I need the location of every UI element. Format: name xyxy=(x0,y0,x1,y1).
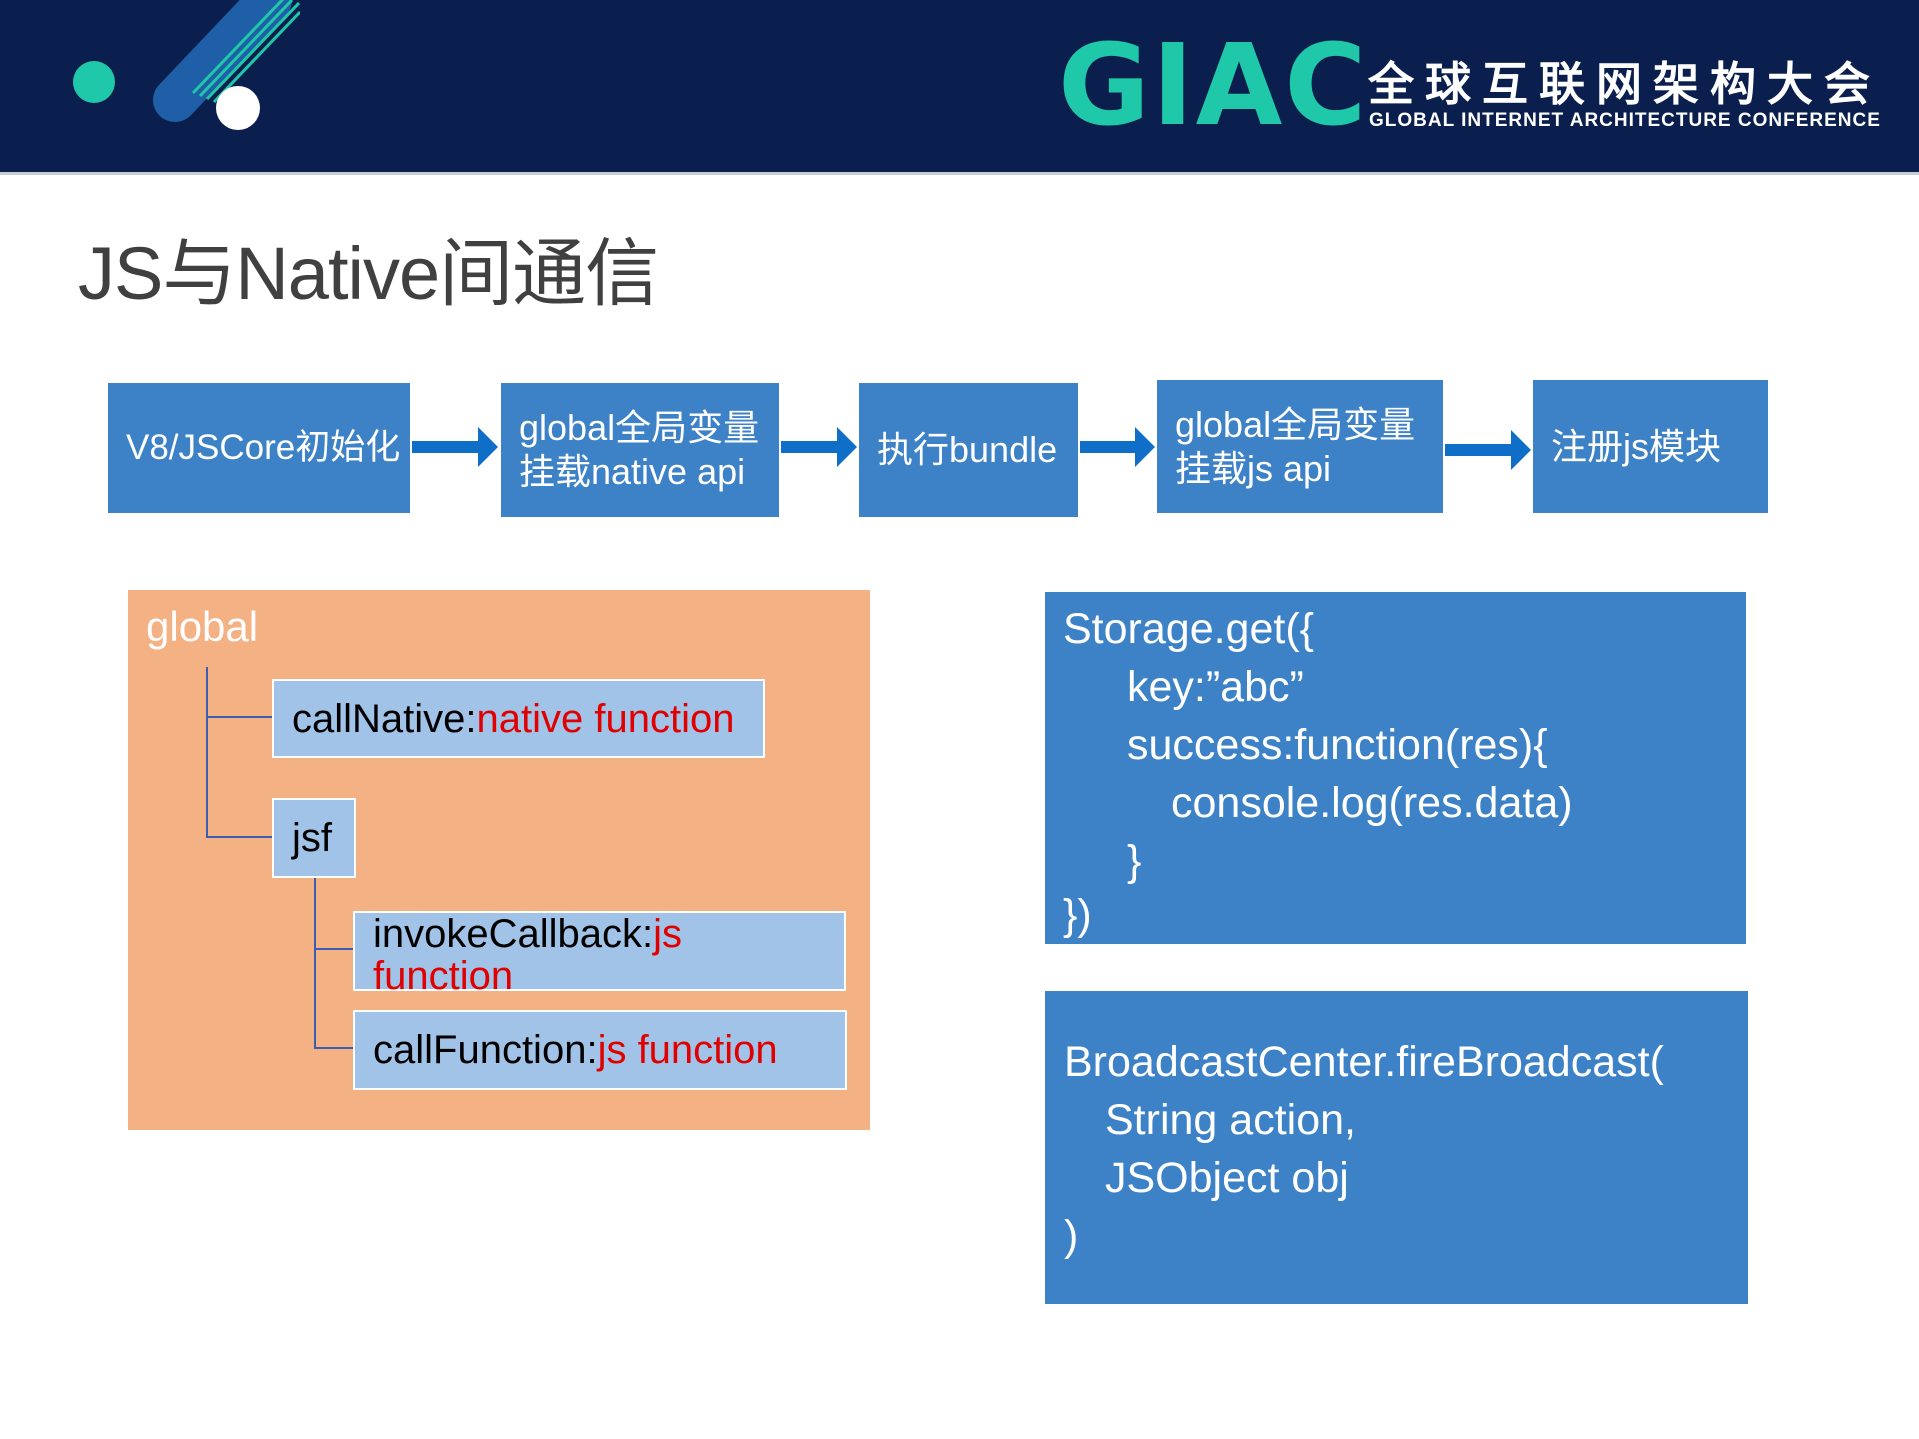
tree-connector-callnative xyxy=(206,716,272,718)
invoke-callback-type-1: js xyxy=(653,912,683,956)
flow-step-mount-js-api: global全局变量 挂载js api xyxy=(1157,380,1443,513)
storage-code-line-4: console.log(res.data) xyxy=(1171,779,1573,827)
broadcast-code-line-4: ) xyxy=(1064,1212,1079,1260)
node-jsf: jsf xyxy=(272,798,356,878)
storage-code-line-2: key:”abc” xyxy=(1127,663,1304,711)
flow-step-register-js-module: 注册js模块 xyxy=(1533,380,1768,513)
jsf-label: jsf xyxy=(292,816,332,860)
broadcast-code-line-3: JSObject obj xyxy=(1105,1154,1349,1202)
global-root-label: global xyxy=(146,603,259,650)
call-function-type: js function xyxy=(597,1028,778,1072)
node-call-function: callFunction:js function xyxy=(353,1010,847,1090)
flow-arrow-1 xyxy=(412,427,498,467)
node-call-native: callNative:native function xyxy=(272,679,765,758)
storage-code-line-1: Storage.get({ xyxy=(1063,605,1315,653)
page-title: JS与Native间通信 xyxy=(78,232,659,315)
conference-name-cn: 全球互联网架构大会 xyxy=(1368,58,1881,110)
flow-arrow-3 xyxy=(1080,427,1155,467)
giac-logo-graphic-icon xyxy=(73,0,300,130)
call-native-name: callNative: xyxy=(292,697,477,741)
broadcast-code-line-2: String action, xyxy=(1105,1096,1356,1144)
tree-connector-jsf xyxy=(206,836,272,838)
giac-wordmark: GIAC xyxy=(1058,21,1369,151)
flow-arrow-4 xyxy=(1445,430,1531,470)
storage-code-line-6: }) xyxy=(1063,891,1092,939)
tree-connector-root-vertical xyxy=(206,667,208,837)
invoke-callback-name: invokeCallback: xyxy=(373,912,654,956)
broadcast-code-line-1: BroadcastCenter.fireBroadcast( xyxy=(1064,1038,1664,1086)
call-native-type: native function xyxy=(476,697,735,741)
flow-step-init: V8/JSCore初始化 xyxy=(108,383,410,513)
call-function-name: callFunction: xyxy=(373,1028,598,1072)
header-banner: GIAC 全球互联网架构大会 GLOBAL INTERNET ARCHITECT… xyxy=(0,0,1919,172)
tree-connector-jsf-vertical xyxy=(314,876,316,1048)
flow-step-mount-native-api: global全局变量 挂载native api xyxy=(501,383,779,517)
conference-name-en: GLOBAL INTERNET ARCHITECTURE CONFERENCE xyxy=(1369,110,1881,131)
tree-connector-invokecallback xyxy=(314,948,354,950)
broadcast-code-box: BroadcastCenter.fireBroadcast( String ac… xyxy=(1045,991,1748,1304)
storage-get-code-box: Storage.get({ key:”abc” success:function… xyxy=(1045,592,1746,944)
storage-code-line-3: success:function(res){ xyxy=(1127,721,1548,769)
storage-code-line-5: } xyxy=(1127,837,1142,885)
header-divider xyxy=(0,172,1919,175)
flow-arrow-2 xyxy=(781,427,857,467)
flow-step-execute-bundle: 执行bundle xyxy=(859,383,1078,517)
invoke-callback-type-2: function xyxy=(373,954,514,998)
tree-connector-callfunction xyxy=(314,1047,354,1049)
node-invoke-callback: invokeCallback:js function xyxy=(353,911,846,997)
